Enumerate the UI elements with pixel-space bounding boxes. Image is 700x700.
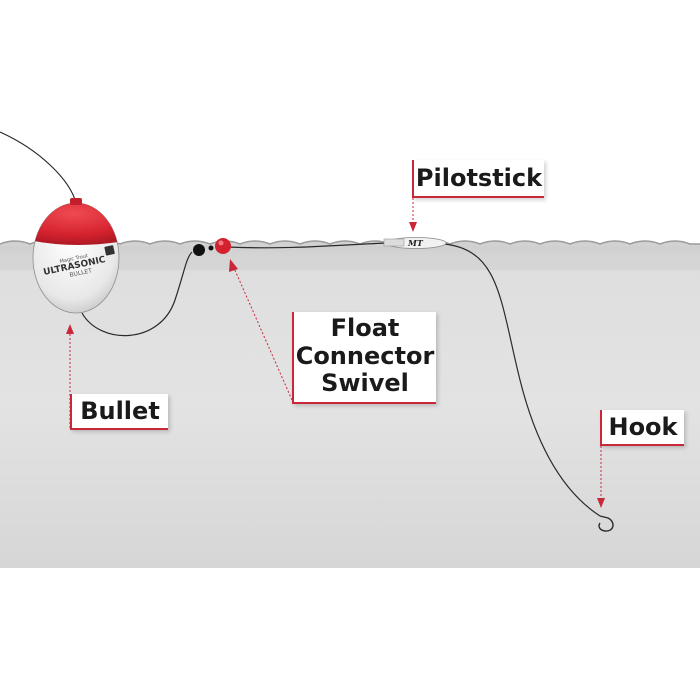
label-hook-text: Hook [608,413,678,441]
connector-to-pilotstick-line [227,242,391,249]
leader-connector [229,259,293,401]
main-line [0,131,77,204]
label-bullet: Bullet [70,394,168,430]
water-body [0,241,700,568]
label-pilotstick-text: Pilotstick [415,164,543,192]
pilotstick-to-hook-line [443,243,601,517]
pilotstick-brand: MT [407,238,424,248]
float-connector-swivel [193,238,231,256]
label-hook: Hook [600,410,684,446]
label-connector-line-2: Connector [295,341,435,370]
hook [598,515,614,532]
float-brand-sub: BULLET [69,267,93,279]
label-pilotstick: Pilotstick [412,160,544,198]
label-connector-line-1: Float [330,314,400,342]
label-connector-line-3: Swivel [321,369,409,398]
label-bullet-text: Bullet [80,397,160,425]
float-to-connector-line [81,251,193,337]
leader-hook [597,446,605,508]
float-brand-small: Magic Trout [59,253,88,265]
water-surface-line [0,240,700,245]
leader-pilotstick [409,198,417,232]
pilotstick-float: MT [383,237,447,249]
label-float-connector-swivel: Float Connector Swivel [292,312,436,404]
